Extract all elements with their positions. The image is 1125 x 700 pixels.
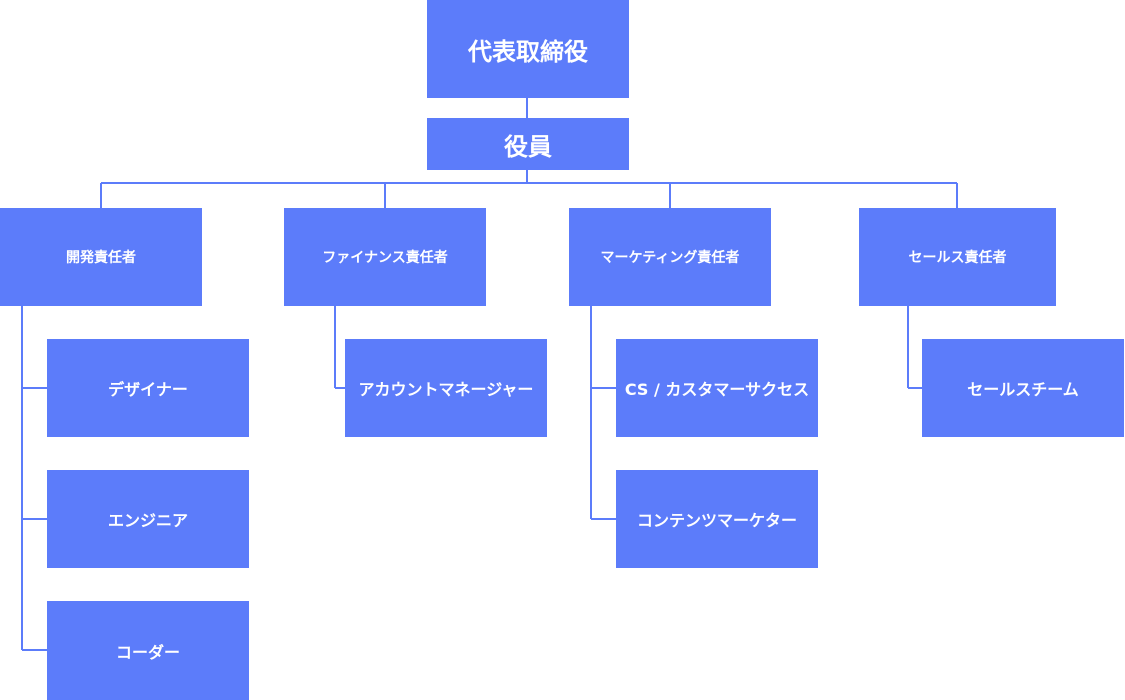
dept-head-marketing: マーケティング責任者 — [569, 208, 771, 306]
dept-head-finance: ファイナンス責任者 — [284, 208, 486, 306]
member-label: CS / カスタマーサクセス — [624, 380, 810, 399]
member-label: コーダー — [115, 642, 180, 662]
member-label: コンテンツマーケター — [636, 511, 797, 530]
ceo-box: 代表取締役 — [427, 0, 629, 98]
officers-label: 役員 — [504, 132, 552, 161]
member-label: セールスチーム — [967, 380, 1079, 399]
dept-head-label: 開発責任者 — [66, 250, 136, 266]
member-coder: コーダー — [47, 601, 249, 700]
member-label: アカウントマネージャー — [358, 380, 534, 399]
dept-head-label: ファイナンス責任者 — [322, 250, 448, 266]
member-content-marketer: コンテンツマーケター — [616, 470, 818, 568]
officers-box: 役員 — [427, 118, 629, 170]
ceo-label: 代表取締役 — [468, 37, 588, 66]
member-sales-team: セールスチーム — [922, 339, 1124, 437]
member-designer: デザイナー — [47, 339, 249, 437]
member-engineer: エンジニア — [47, 470, 249, 568]
member-label: デザイナー — [108, 380, 188, 399]
member-account-manager: アカウントマネージャー — [345, 339, 547, 437]
dept-head-label: マーケティング責任者 — [600, 250, 740, 266]
member-customer-success: CS / カスタマーサクセス — [616, 339, 818, 437]
dept-head-label: セールス責任者 — [908, 250, 1007, 266]
member-label: エンジニア — [107, 511, 188, 530]
dept-head-development: 開発責任者 — [0, 208, 202, 306]
dept-head-sales: セールス責任者 — [859, 208, 1056, 306]
